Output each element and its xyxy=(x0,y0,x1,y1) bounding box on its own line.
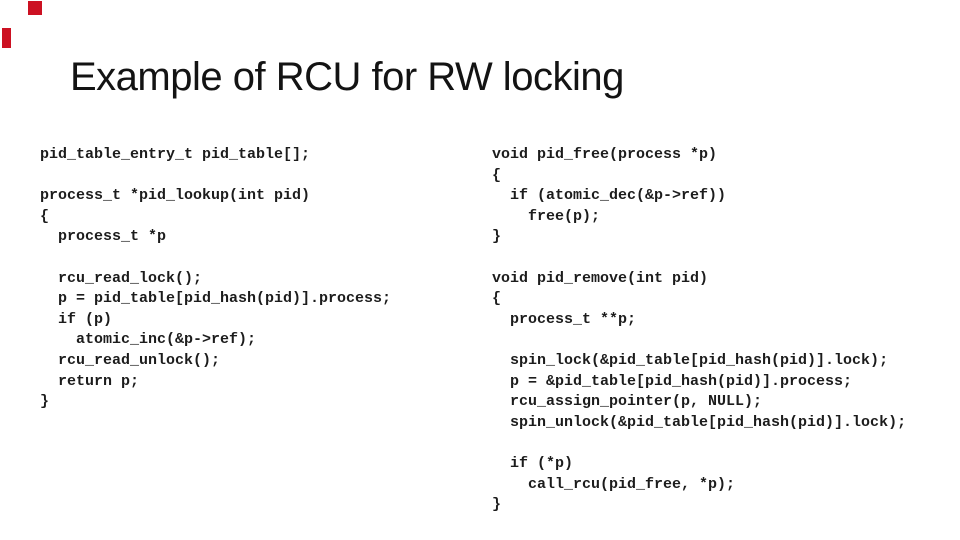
red-corner-mark-top xyxy=(28,1,42,15)
code-block-pid-free-remove: void pid_free(process *p) { if (atomic_d… xyxy=(492,146,907,514)
slide-title: Example of RCU for RW locking xyxy=(70,55,624,99)
code-block-pid-lookup: pid_table_entry_t pid_table[]; process_t… xyxy=(40,146,392,411)
red-corner-mark-left xyxy=(2,28,11,48)
